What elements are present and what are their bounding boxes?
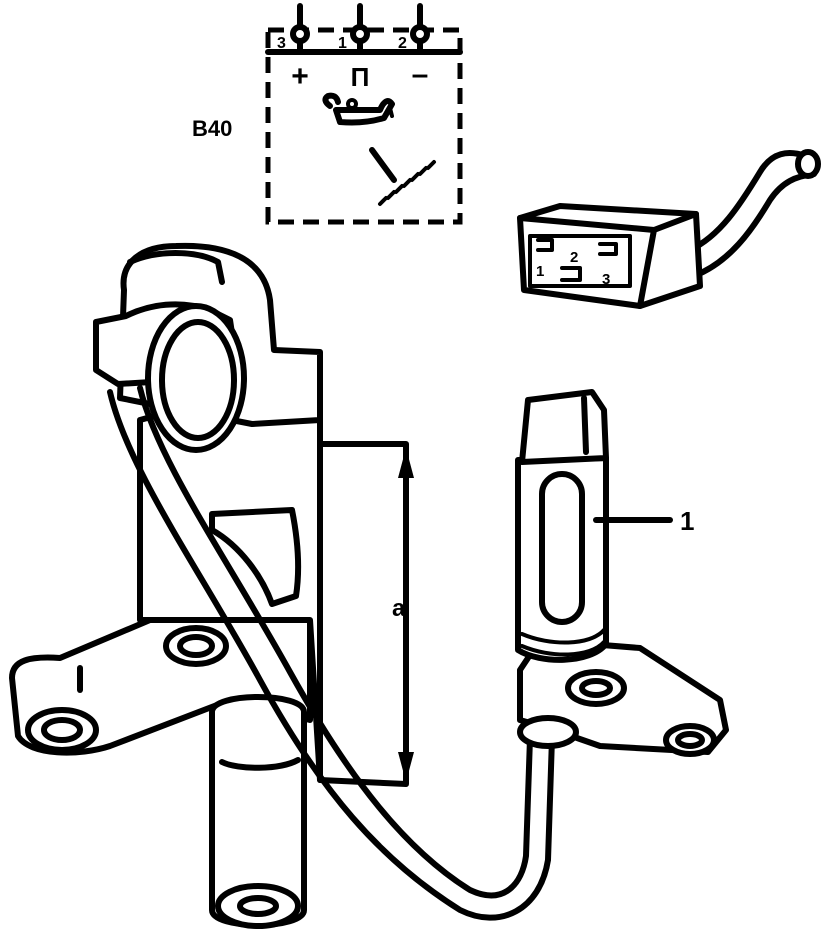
- pin-number-1: 1: [338, 35, 347, 52]
- pin-number-3: 3: [277, 35, 286, 52]
- pin-symbol-minus: –: [412, 58, 429, 91]
- connector-plug: 1 2 3: [517, 149, 821, 309]
- component-label-b40: B40: [192, 116, 232, 141]
- connector-pin-3: 3: [602, 271, 610, 288]
- sensor-body: [515, 389, 729, 757]
- schematic-dashed-frame: [265, 27, 463, 225]
- pin-symbol-plus: +: [291, 60, 309, 93]
- dimension-label-a: a: [392, 595, 406, 622]
- oil-can-icon: [322, 92, 395, 126]
- connector-pin-1: 1: [536, 263, 544, 280]
- pin-symbol-pulse: Π: [351, 62, 370, 92]
- pin-terminal-2: [410, 3, 430, 53]
- callout-label-1: 1: [680, 506, 694, 536]
- mounting-bracket: [9, 242, 409, 929]
- pin-terminal-1: [350, 3, 370, 53]
- connector-pin-2: 2: [570, 249, 578, 266]
- schematic-symbol: 3 1 2 + Π –: [265, 3, 463, 225]
- pin-terminal-3: [290, 3, 310, 53]
- dimension-a: [398, 447, 414, 783]
- level-element-icon: [369, 147, 436, 206]
- sensor-cable: [107, 385, 555, 921]
- pin-number-2: 2: [398, 35, 407, 52]
